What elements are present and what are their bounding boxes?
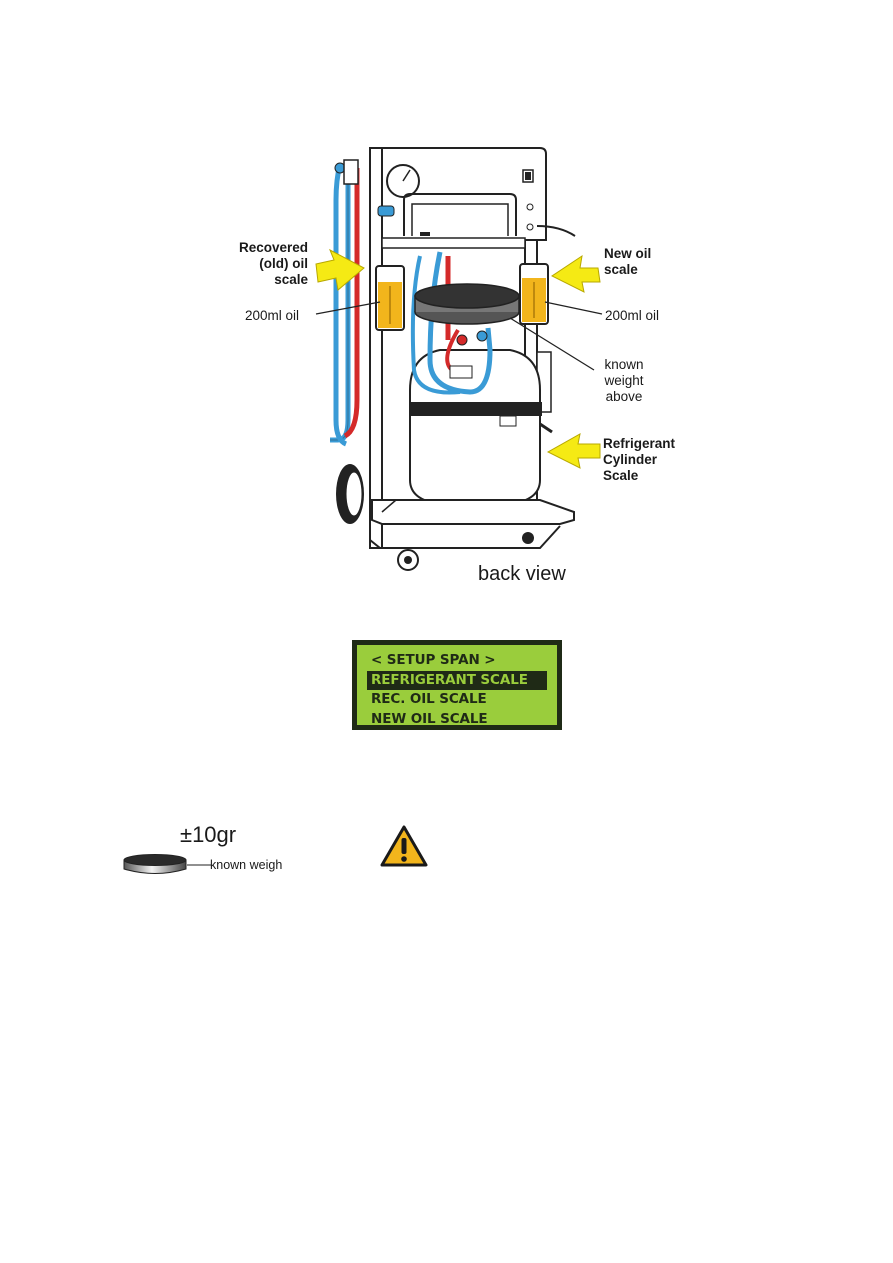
lcd-screen: < SETUP SPAN > REFRIGERANT SCALE REC. OI… (357, 645, 557, 727)
known-weight-disk-icon (123, 854, 187, 874)
view-caption: back view (478, 563, 566, 585)
new-oil-scale-label: New oil scale (604, 246, 652, 277)
lcd-line-refrigerant-scale-selected: REFRIGERANT SCALE (367, 670, 547, 690)
lcd-line-rec-oil-scale: REC. OIL SCALE (371, 691, 487, 707)
lcd-line-title: < SETUP SPAN > (371, 652, 496, 668)
tolerance-text: ±10gr (180, 822, 237, 847)
known-weight-small-label: known weigh (210, 858, 283, 872)
known-weight-leader-line (187, 864, 211, 866)
recovered-oil-scale-label: Recovered (old) oil scale (238, 240, 308, 287)
machine-back-view-illustration (315, 147, 603, 571)
lcd-line-new-oil-scale: NEW OIL SCALE (371, 710, 488, 727)
warning-triangle-icon (380, 825, 428, 867)
oil-volume-right-label: 200ml oil (605, 308, 660, 323)
lcd-display: < SETUP SPAN > REFRIGERANT SCALE REC. OI… (352, 640, 562, 730)
refrigerant-cylinder-scale-label: Refrigerant Cylinder Scale (603, 436, 676, 483)
known-weight-label: known weight above (604, 357, 644, 404)
oil-volume-left-label: 200ml oil (245, 308, 300, 323)
